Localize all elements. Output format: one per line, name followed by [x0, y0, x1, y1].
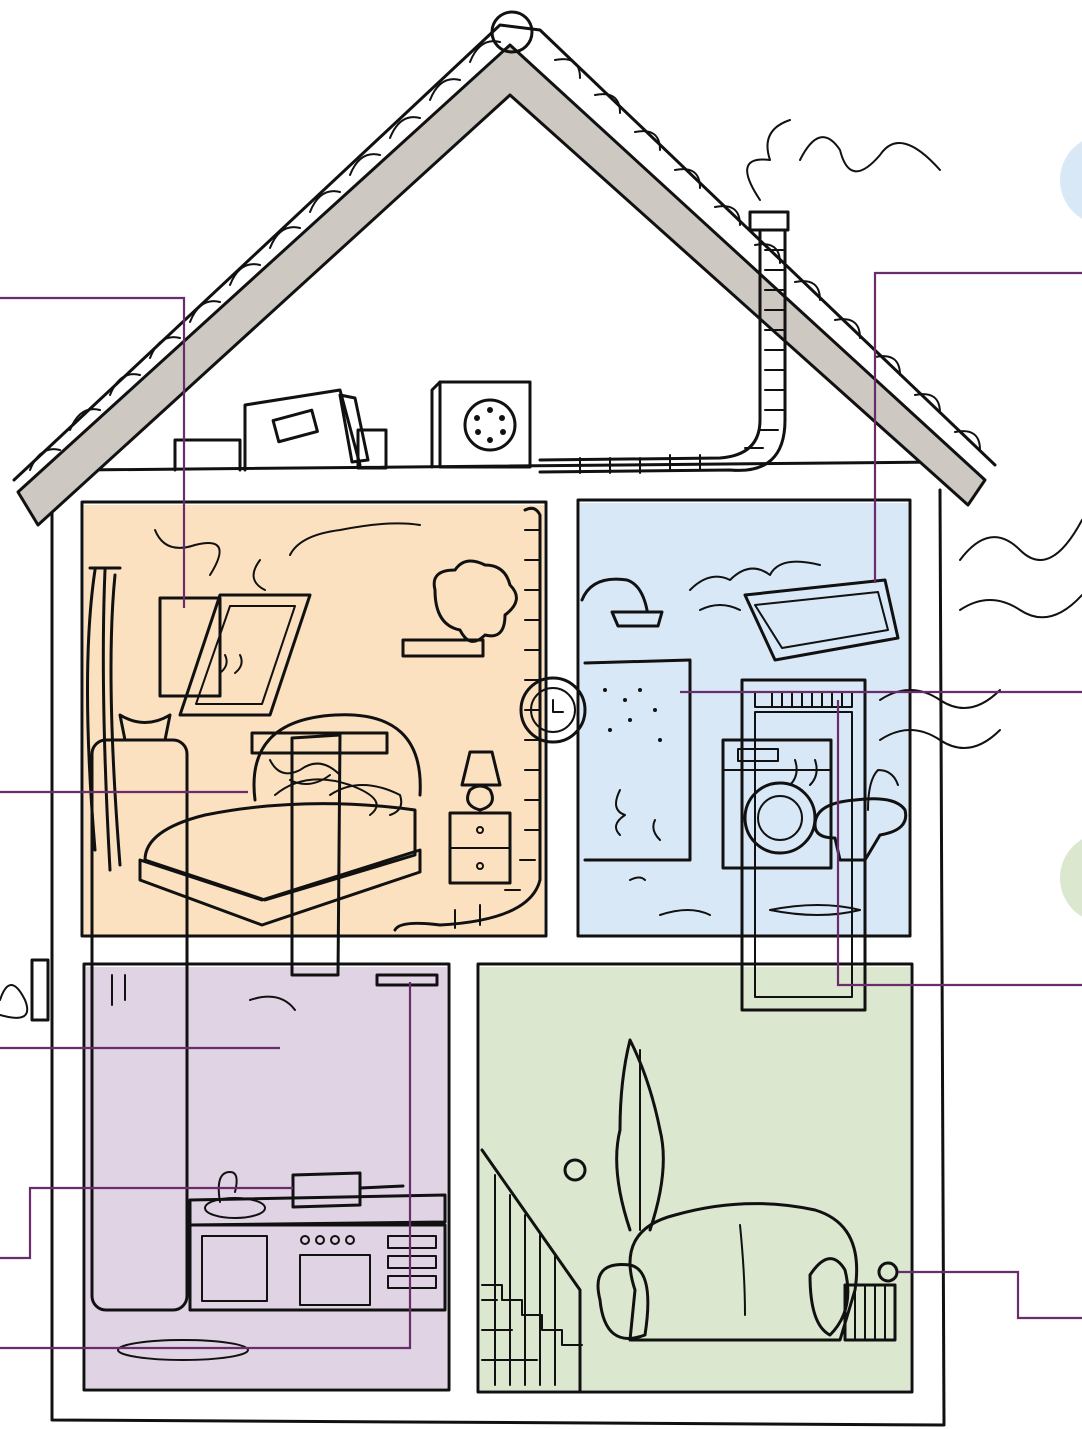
ventilation-unit-icon	[432, 382, 530, 467]
clock-icon	[521, 678, 585, 742]
leader-living-radiator	[898, 1272, 1082, 1318]
badge-blue-icon	[1060, 135, 1082, 225]
moist-air-outflow-icon	[960, 520, 1082, 617]
storage-boxes-icon	[175, 390, 386, 470]
kitchen-room	[86, 967, 447, 1388]
bedroom-room	[84, 505, 544, 935]
roof-tiles-icon	[14, 12, 995, 525]
wall-vent-outside-icon	[0, 960, 48, 1020]
badge-green-icon	[1060, 833, 1082, 923]
